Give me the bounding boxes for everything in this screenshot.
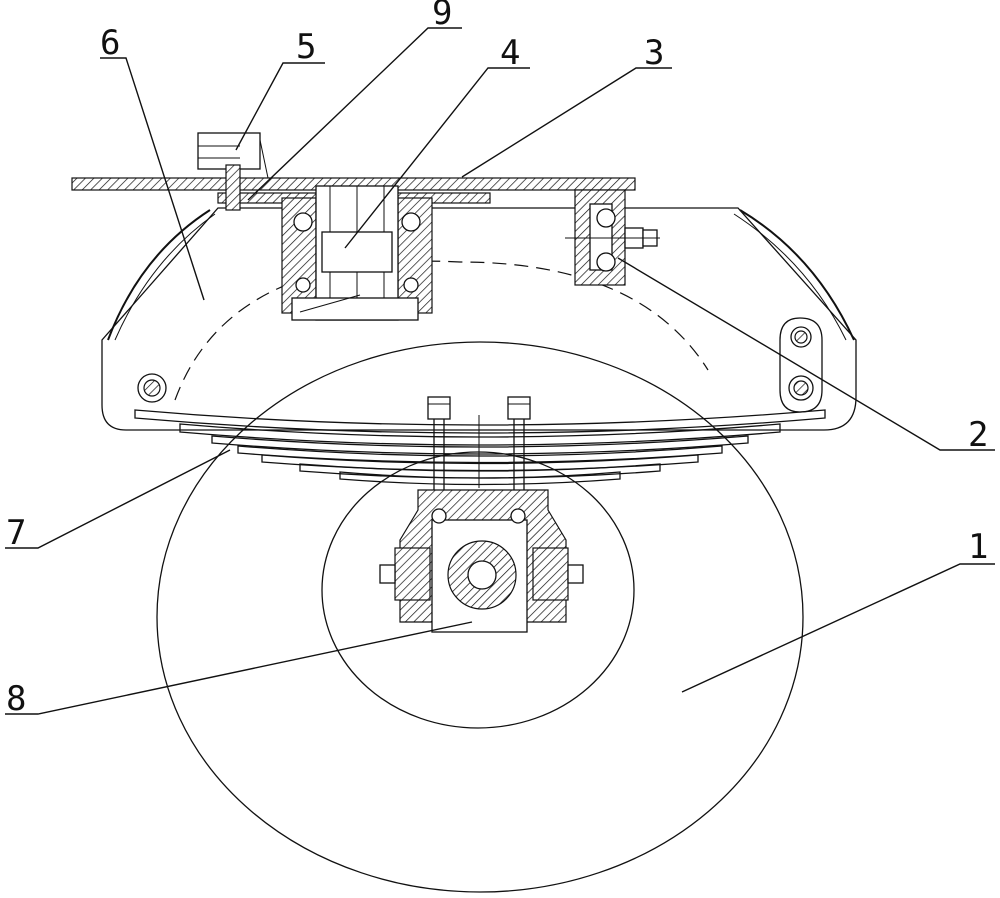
leader-lines: [5, 27, 995, 715]
label-7: 7: [6, 513, 26, 553]
label-5: 5: [296, 27, 316, 67]
axle-bracket: [379, 489, 584, 633]
u-bolts: [427, 396, 531, 512]
reference-labels: 1 2 3 4 5 6 7 8 9: [6, 0, 988, 719]
bracket: [197, 132, 269, 211]
spring-eye: [137, 373, 167, 403]
label-1: 1: [968, 527, 988, 567]
shackle: [779, 317, 823, 413]
label-4: 4: [500, 33, 520, 73]
leaf-spring: [134, 409, 826, 486]
side-roller: [565, 189, 660, 286]
label-8: 8: [6, 679, 26, 719]
frame-body: [101, 207, 857, 431]
bearing-assembly: [281, 185, 433, 321]
label-9: 9: [432, 0, 452, 33]
label-2: 2: [968, 415, 988, 455]
label-3: 3: [644, 33, 664, 73]
label-6: 6: [100, 23, 120, 63]
wheel: [156, 341, 804, 893]
